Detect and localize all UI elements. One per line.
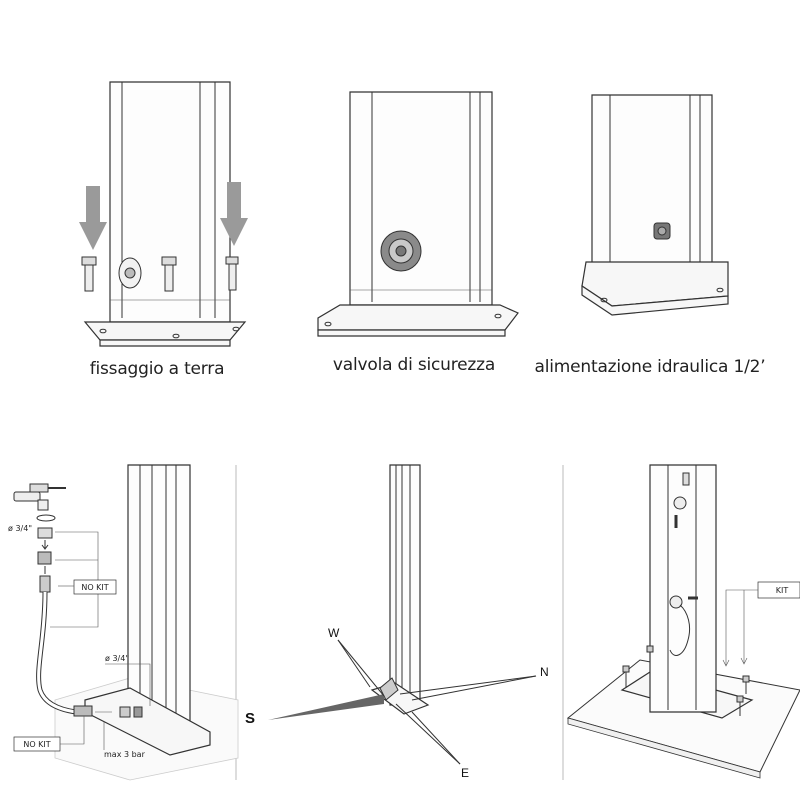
bolt-icon xyxy=(622,665,630,688)
compass-north: N xyxy=(540,665,549,679)
caption-water-supply: alimentazione idraulica 1/2’ xyxy=(535,357,766,377)
shower-column xyxy=(649,464,717,713)
panel-water-supply: alimentazione idraulica 1/2’ xyxy=(535,94,766,377)
max-pressure-label: max 3 bar xyxy=(104,750,146,759)
compass-west: W xyxy=(328,626,340,640)
south-pointer xyxy=(268,694,384,720)
valve-fitting-icon xyxy=(118,257,142,289)
down-arrow-icon xyxy=(79,186,107,250)
panel-ground-fixing: fissaggio a terra xyxy=(79,81,248,379)
shower-column xyxy=(127,464,191,729)
kit-label: KIT xyxy=(776,586,789,595)
water-inlet-icon xyxy=(653,222,671,240)
compass-east: E xyxy=(461,766,469,780)
tap-icon xyxy=(13,483,66,511)
bolt-icon xyxy=(161,256,177,292)
tap-diameter-label: ø 3/4" xyxy=(8,524,32,533)
hose-connector-icon xyxy=(39,575,51,593)
bolt-icon xyxy=(81,256,97,292)
caption-safety-valve: valvola di sicurezza xyxy=(333,355,495,375)
compass-south: S xyxy=(245,710,255,727)
base-plate xyxy=(83,321,247,341)
inlet-diameter-label: ø 3/4" xyxy=(105,654,129,663)
panel-connection: ø 3/4" NO KIT ø 3/4" NO KIT max 3 bar xyxy=(8,464,239,781)
shower-column xyxy=(389,464,421,706)
panel-mounting: KIT xyxy=(566,464,800,779)
no-kit-label-box xyxy=(73,579,117,595)
base-plate xyxy=(317,304,519,331)
bolt-icon xyxy=(736,695,744,716)
adapter-icon xyxy=(37,551,52,565)
no-kit-label-upper: NO KIT xyxy=(81,583,108,592)
mixer-knob-icon xyxy=(673,496,687,510)
caption-ground-fixing: fissaggio a terra xyxy=(90,359,225,379)
panel-safety-valve: valvola di sicurezza xyxy=(317,91,519,375)
bolt-icon xyxy=(225,256,239,291)
bolt-icon xyxy=(646,645,654,672)
safety-valve-icon xyxy=(380,230,422,272)
hand-shower-icon xyxy=(669,595,683,609)
no-kit-label-lower: NO KIT xyxy=(23,740,50,749)
down-arrow-icon xyxy=(220,182,248,246)
panel-orientation: W N S E xyxy=(245,464,549,780)
shower-column xyxy=(349,91,493,306)
bolt-icon xyxy=(742,675,750,694)
